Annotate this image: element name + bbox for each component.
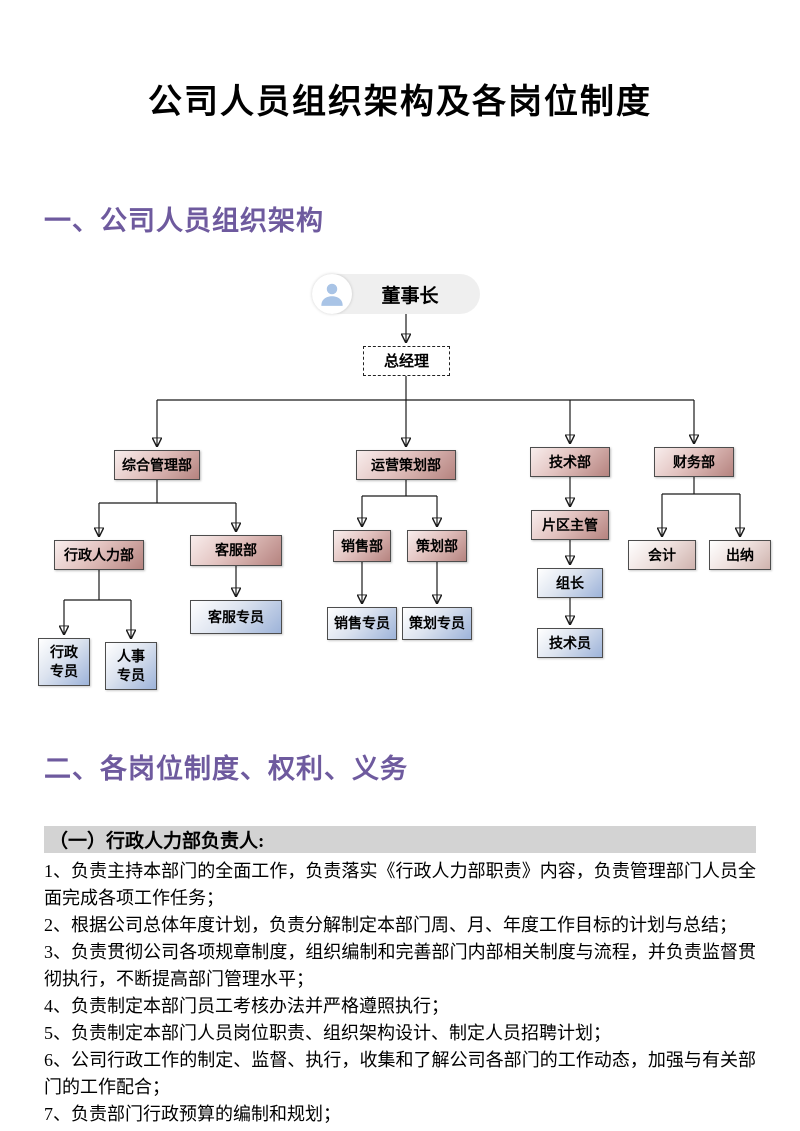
org-node-sales-specialist: 销售专员 xyxy=(327,607,397,640)
duty-item-2: 2、根据公司总体年度计划，负责分解制定本部门周、月、年度工作目标的计划与总结； xyxy=(44,915,737,935)
duty-item-1: 1、负责主持本部门的全面工作，负责落实《行政人力部职责》内容，负责管理部门人员全… xyxy=(44,861,756,908)
document-title: 公司人员组织架构及各岗位制度 xyxy=(148,84,652,121)
org-node-technician: 技术员 xyxy=(537,628,603,658)
duty-list: 1、负责主持本部门的全面工作，负责落实《行政人力部职责》内容，负责管理部门人员全… xyxy=(44,858,756,1128)
org-node-tech-dept: 技术部 xyxy=(530,447,610,477)
orgchart-connector-lines xyxy=(0,314,800,700)
duty-item-7: 7、负责部门行政预算的编制和规划； xyxy=(44,1104,341,1124)
subsection-header-bar: （一）行政人力部负责人: xyxy=(44,826,756,853)
section2-heading: 二、各岗位制度、权利、义务 xyxy=(44,754,408,784)
section1-heading: 一、公司人员组织架构 xyxy=(44,206,324,236)
org-node-planning-dept: 策划部 xyxy=(407,530,467,562)
duty-item-4: 4、负责制定本部门员工考核办法并严格遵照执行； xyxy=(44,996,449,1016)
duty-item-5: 5、负责制定本部门人员岗位职责、组织架构设计、制定人员招聘计划； xyxy=(44,1023,611,1043)
org-node-admin-specialist: 行政专员 xyxy=(38,638,90,686)
org-node-cs-specialist: 客服专员 xyxy=(190,600,282,634)
person-avatar-icon xyxy=(312,274,352,314)
org-chart: 董事长 总经理 综合管理部 运营策划部 技术部 财务部 行政人力部 客服部 行政… xyxy=(0,260,800,700)
org-node-sales-dept: 销售部 xyxy=(333,530,391,562)
org-node-chairman: 董事长 xyxy=(312,274,480,314)
chairman-label: 董事长 xyxy=(381,285,439,307)
org-node-cashier: 出纳 xyxy=(709,540,771,570)
org-node-admin-hr-dept: 行政人力部 xyxy=(54,540,144,570)
subsection-title: （一）行政人力部负责人: xyxy=(49,831,265,852)
org-node-general-manager: 总经理 xyxy=(363,346,450,376)
org-node-general-mgmt-dept: 综合管理部 xyxy=(114,450,200,480)
org-node-area-supervisor: 片区主管 xyxy=(531,510,609,540)
org-node-accountant: 会计 xyxy=(628,540,696,570)
org-node-hr-specialist: 人事专员 xyxy=(105,642,157,690)
duty-item-3: 3、负责贯彻公司各项规章制度，组织编制和完善部门内部相关制度与流程，并负责监督贯… xyxy=(44,942,756,989)
org-node-planning-specialist: 策划专员 xyxy=(402,607,472,640)
org-node-customer-service: 客服部 xyxy=(190,535,282,566)
org-node-finance-dept: 财务部 xyxy=(654,447,734,477)
duty-item-6: 6、公司行政工作的制定、监督、执行，收集和了解公司各部门的工作动态，加强与有关部… xyxy=(44,1050,756,1097)
org-node-operations-dept: 运营策划部 xyxy=(356,450,456,480)
org-node-team-leader: 组长 xyxy=(537,568,603,598)
